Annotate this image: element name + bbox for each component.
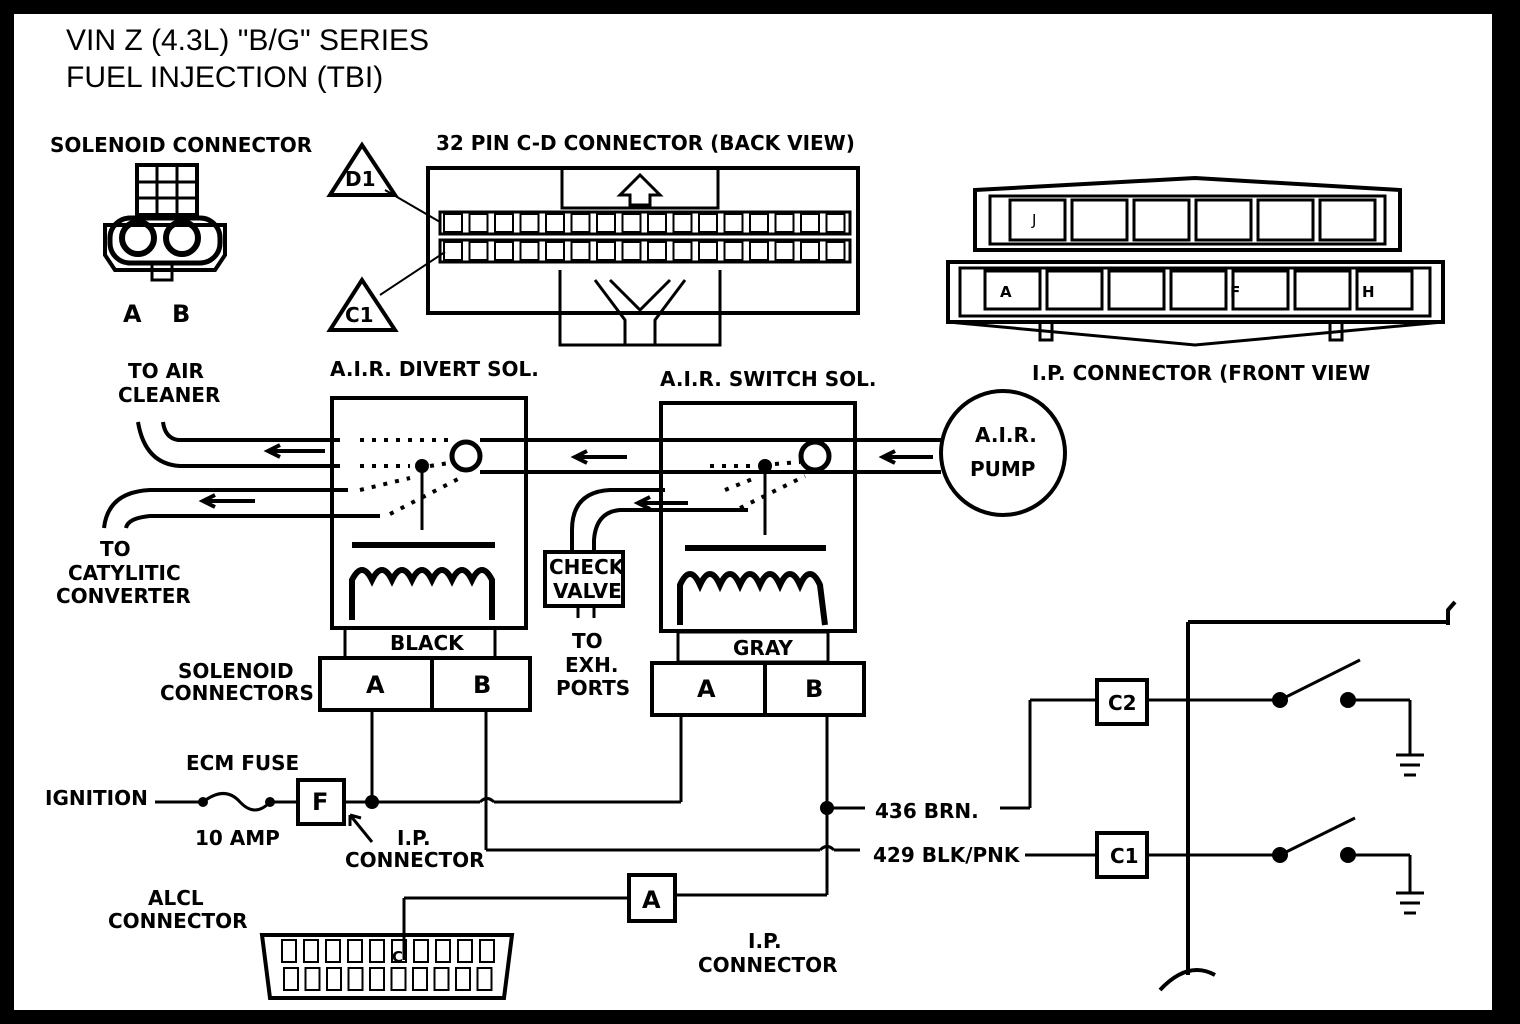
ip-conn-a-line2: CONNECTOR [698, 953, 838, 977]
to-air-cleaner-line2: CLEANER [118, 383, 220, 407]
divert-pin-a: A [366, 671, 385, 699]
to-air-cleaner-line1: TO AIR [128, 359, 204, 383]
divert-sol-label: A.I.R. DIVERT SOL. [330, 357, 539, 381]
ecm-c2-label: C2 [1108, 691, 1137, 715]
to-converter-line2: CATYLITIC [68, 561, 181, 585]
to-converter-line1: TO [100, 537, 131, 561]
to-converter-line3: CONVERTER [56, 584, 191, 608]
air-pump: A.I.R. PUMP [939, 389, 1067, 517]
air-divert-solenoid: A.I.R. DIVERT SOL. BLACK A B [318, 357, 539, 712]
title-line2: FUEL INJECTION (TBI) [66, 61, 383, 94]
switch-pin-a: A [697, 675, 716, 703]
ecm-fuse-letter: F [312, 788, 328, 816]
ip-pin-j: J [1031, 211, 1036, 229]
switch-sol-color: GRAY [733, 636, 793, 660]
ip-conn-left-line2: CONNECTOR [345, 848, 485, 872]
solenoid-connectors-line1: SOLENOID [178, 659, 294, 683]
exh-ports-line1: TO [572, 629, 603, 653]
exh-ports-line3: PORTS [556, 676, 630, 700]
divert-pin-b: B [473, 671, 491, 699]
solenoid-connector-label: SOLENOID CONNECTOR [50, 133, 312, 157]
cd-connector-pins [443, 213, 846, 261]
divert-sol-color: BLACK [390, 631, 465, 655]
wiring: ECM FUSE IGNITION F 10 AMP I.P. CONNECTO… [45, 698, 1097, 1000]
cd-label-d1: D1 [345, 167, 376, 191]
ignition-label: IGNITION [45, 786, 148, 810]
air-hoses: TO AIR CLEANER TO CATYLITIC CONVERTER CH… [56, 359, 941, 705]
cd-connector-label: 32 PIN C-D CONNECTOR (BACK VIEW) [436, 131, 855, 155]
solenoid-pin-b: B [172, 300, 190, 328]
check-valve-line1: CHECK [549, 555, 626, 579]
alcl-line1: ALCL [148, 886, 204, 910]
alcl-connector-pins [281, 939, 495, 991]
exh-ports-line2: EXH. [565, 653, 618, 677]
ecm-internal: C2 C1 [1095, 600, 1457, 992]
ecm-c1-label: C1 [1110, 844, 1139, 868]
ecm-fuse-rating: 10 AMP [195, 826, 280, 850]
cd-connector-icon: 32 PIN C-D CONNECTOR (BACK VIEW) D1 C1 [326, 131, 860, 347]
air-switch-solenoid: A.I.R. SWITCH SOL. GRAY A B [650, 367, 877, 717]
wire-436-label: 436 BRN. [875, 799, 979, 823]
wiring-diagram: VIN Z (4.3L) "B/G" SERIES FUEL INJECTION… [45, 24, 1457, 1000]
ip-connector-front-icon: J A F H I.P. CONNECTOR (FRONT VIEW [946, 175, 1445, 385]
switch-pin-b: B [805, 675, 823, 703]
solenoid-pin-a: A [123, 300, 142, 328]
solenoid-connector-icon: SOLENOID CONNECTOR A B [50, 133, 312, 328]
check-valve-line2: VALVE [553, 579, 622, 603]
ip-conn-a-letter: A [642, 886, 661, 914]
air-pump-line1: A.I.R. [975, 423, 1037, 447]
ip-pin-h: H [1362, 283, 1375, 301]
ecm-fuse-label: ECM FUSE [186, 751, 299, 775]
alcl-line2: CONNECTOR [108, 909, 248, 933]
solenoid-connectors-line2: CONNECTORS [160, 681, 314, 705]
air-pump-line2: PUMP [970, 457, 1035, 481]
switch-sol-label: A.I.R. SWITCH SOL. [660, 367, 877, 391]
ip-connector-cells [983, 198, 1414, 311]
ip-conn-left-line1: I.P. [397, 826, 431, 850]
ip-pin-f: F [1230, 283, 1240, 301]
diagram-sheet: VIN Z (4.3L) "B/G" SERIES FUEL INJECTION… [14, 14, 1492, 1010]
wire-429-label: 429 BLK/PNK [873, 843, 1021, 867]
cd-label-c1: C1 [345, 303, 374, 327]
title-line1: VIN Z (4.3L) "B/G" SERIES [66, 24, 429, 57]
ip-connector-front-label: I.P. CONNECTOR (FRONT VIEW [1032, 361, 1370, 385]
ip-pin-a: A [1000, 283, 1012, 301]
alcl-pin-c: C [392, 948, 403, 966]
ip-conn-a-line1: I.P. [748, 929, 782, 953]
